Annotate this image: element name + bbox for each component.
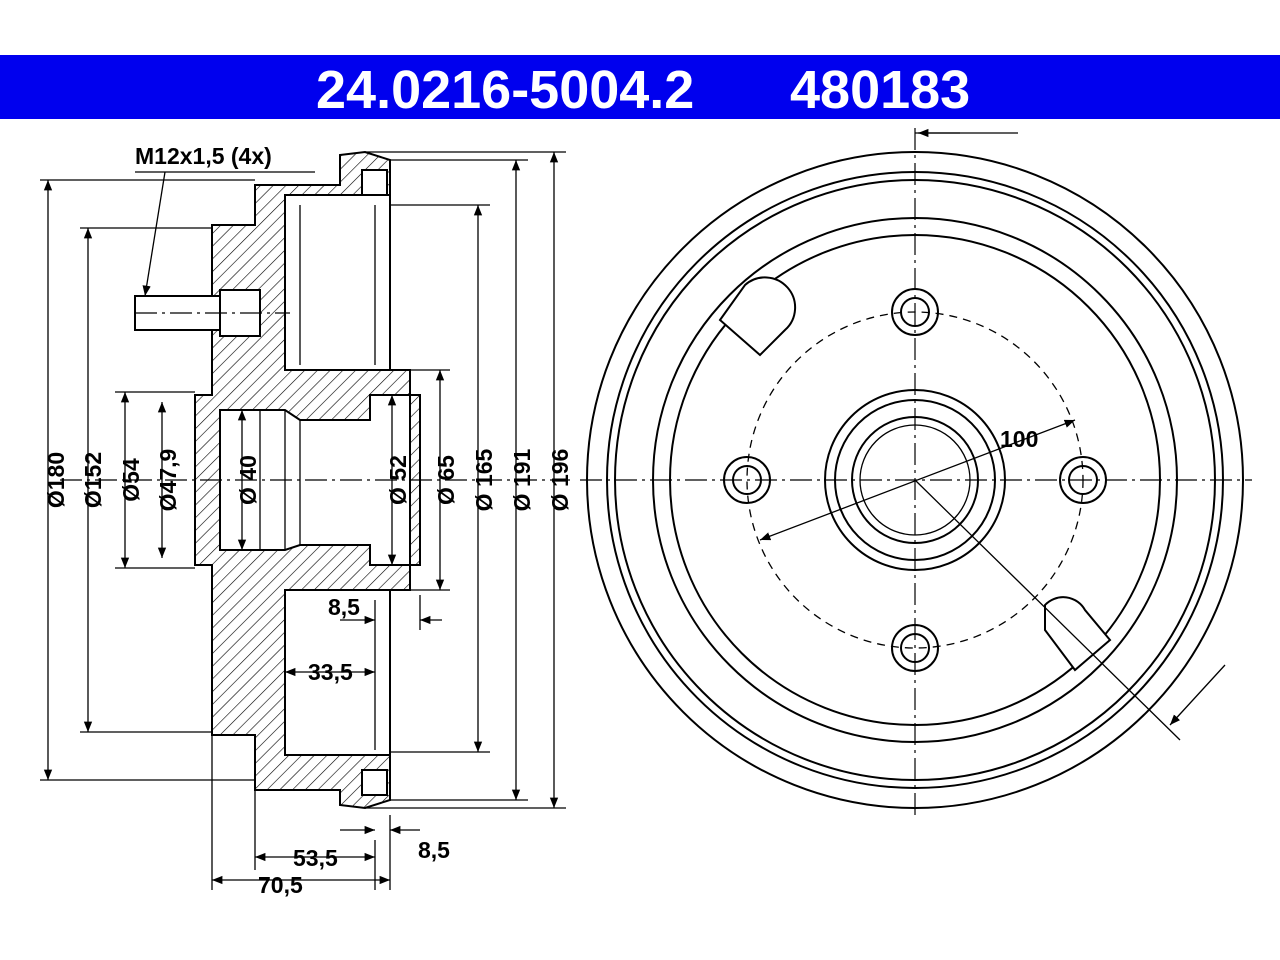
dim-d47-9: Ø47,9	[155, 449, 181, 512]
section-view: M12x1,5 (4x) Ø180 Ø152 Ø54 Ø47,9 Ø 40 Ø …	[40, 143, 573, 898]
dim-d54: Ø54	[118, 458, 144, 502]
slot-upper-left	[718, 276, 797, 357]
reference-number: 480183	[790, 60, 971, 120]
dim-d180: Ø180	[43, 452, 69, 508]
dim-d65: Ø 65	[433, 455, 459, 505]
dim-53-5: 53,5	[293, 845, 338, 871]
dim-8-5-bottom: 8,5	[418, 837, 450, 863]
part-number: 24.0216-5004.2	[316, 60, 695, 120]
thread-label: M12x1,5 (4x)	[135, 143, 272, 169]
title-bar: 24.0216-5004.2 480183	[0, 55, 1280, 120]
dim-d40: Ø 40	[235, 455, 261, 505]
dim-d196: Ø 196	[547, 449, 573, 512]
dim-d152: Ø152	[80, 452, 106, 508]
pcd-label: 100	[1000, 426, 1038, 452]
dim-d52: Ø 52	[385, 455, 411, 505]
dim-d191: Ø 191	[509, 448, 535, 511]
dim-33-5: 33,5	[308, 659, 353, 685]
front-view: 100	[580, 128, 1252, 815]
dim-8-5-top: 8,5	[328, 594, 360, 620]
dim-d165: Ø 165	[471, 448, 497, 511]
dim-70-5: 70,5	[258, 872, 303, 898]
slot-lower-right	[1044, 596, 1112, 672]
